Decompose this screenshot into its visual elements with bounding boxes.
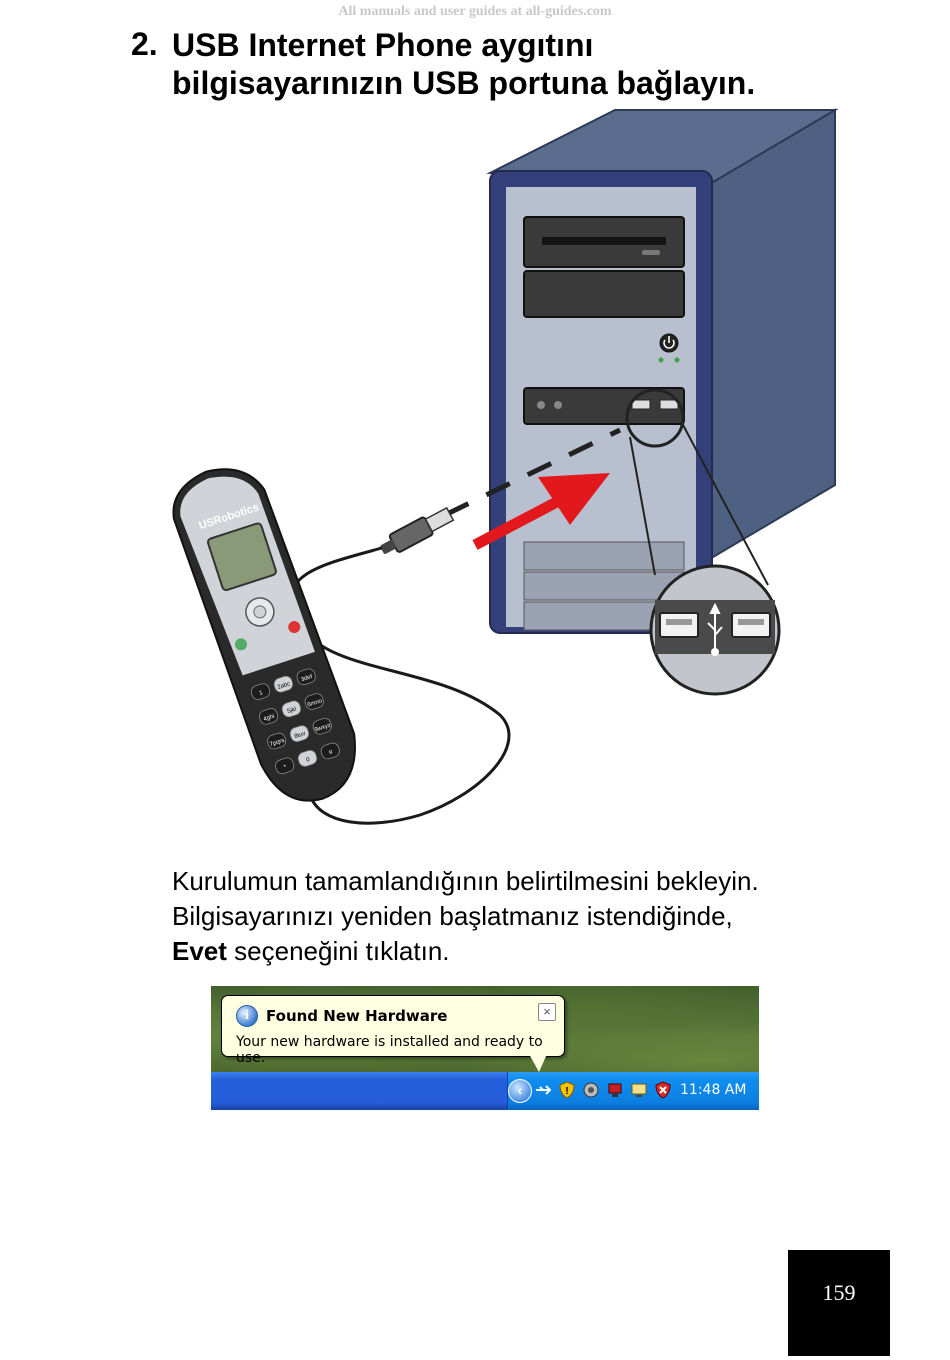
phone-key-label: 6mno (307, 698, 324, 709)
info-icon: i (236, 1005, 258, 1027)
phone-key (267, 732, 287, 750)
balloon-message: Your new hardware is installed and ready… (236, 1034, 543, 1066)
usb-symbol-icon (707, 602, 723, 656)
yes-option-label: Evet (172, 936, 227, 966)
usb-port-highlight (625, 388, 685, 448)
network-tray-icon[interactable] (606, 1081, 624, 1099)
page-number-box: 159 (788, 1250, 890, 1356)
phone-key (312, 717, 332, 735)
phone-key-label: * (283, 764, 288, 771)
show-hidden-icons-button[interactable]: ‹ (508, 1079, 532, 1103)
found-new-hardware-balloon[interactable]: i Found New Hardware × Your new hardware… (221, 995, 565, 1066)
drive-bay (523, 270, 685, 318)
step-number: 2. (131, 26, 158, 62)
phone-key (275, 757, 295, 775)
balloon-title: Found New Hardware (266, 1007, 448, 1025)
instruction-line-3-rest: seçeneğini tıklatın. (226, 936, 450, 966)
insert-arrow-icon (472, 473, 610, 550)
instruction-line-3: Evet seçeneğini tıklatın. (172, 934, 872, 969)
phone-key-label: 2abc (277, 681, 291, 691)
phone-key-label: # (328, 749, 334, 756)
taskbar-clock[interactable]: 11:48 AM (680, 1082, 747, 1098)
phone-key-label: 3def (300, 674, 313, 683)
security-shield-icon[interactable]: ! (558, 1081, 576, 1099)
phone-key (250, 683, 271, 700)
phone-key (297, 750, 318, 767)
pc-tower-side (707, 108, 836, 562)
usb-connection-illustration: USRobotics 12abc3def4ghi5jkl6mno7pqrs8tu… (172, 108, 839, 825)
instructions: Kurulumun tamamlandığının belirtilmesini… (172, 864, 872, 969)
windows-notification-screenshot: ‹ ! 11:48 AM i Found New Hardware × Your… (211, 986, 759, 1110)
phone-key (320, 742, 340, 760)
front-io-panel (523, 387, 685, 425)
page-number: 159 (822, 1280, 856, 1305)
insert-path-dashes (443, 427, 622, 518)
phone-key (304, 693, 324, 710)
phone-key-label: 0 (306, 757, 312, 764)
phone-key-label: 1 (259, 690, 265, 697)
watermark: All manuals and user guides at all-guide… (338, 4, 612, 19)
phone-key (289, 725, 310, 742)
phone-key (273, 675, 293, 693)
step-title-line-1: USB Internet Phone aygıtını (172, 27, 594, 63)
firewall-shield-icon[interactable] (654, 1081, 672, 1099)
instruction-line-2: Bilgisayarınızı yeniden başlatmanız iste… (172, 901, 733, 931)
step-title: USB Internet Phone aygıtını bilgisayarın… (172, 26, 872, 102)
usb-plug (380, 506, 455, 554)
usb-device-tray-icon[interactable] (534, 1081, 552, 1099)
phone-key (281, 700, 301, 718)
step-title-line-2: bilgisayarınızın USB portuna bağlayın. (172, 65, 756, 101)
phone-key-label: 8tuv (294, 731, 307, 740)
display-tray-icon[interactable] (630, 1081, 648, 1099)
phone-key-label: 9wxyz (314, 723, 332, 734)
usb-phone: USRobotics 12abc3def4ghi5jkl6mno7pqrs8tu… (172, 468, 356, 802)
phone-key-label: 7pqrs (269, 738, 285, 748)
phone-key (259, 708, 279, 725)
phone-key-label: 4ghi (263, 714, 276, 723)
svg-text:!: ! (565, 1086, 568, 1097)
audio-tray-icon[interactable] (582, 1081, 600, 1099)
balloon-close-button[interactable]: × (538, 1003, 556, 1021)
phone-key-label: 5jkl (287, 707, 297, 715)
instruction-line-1: Kurulumun tamamlandığının belirtilmesini… (172, 866, 759, 896)
balloon-tail (529, 1054, 547, 1072)
phone-key (296, 668, 316, 686)
